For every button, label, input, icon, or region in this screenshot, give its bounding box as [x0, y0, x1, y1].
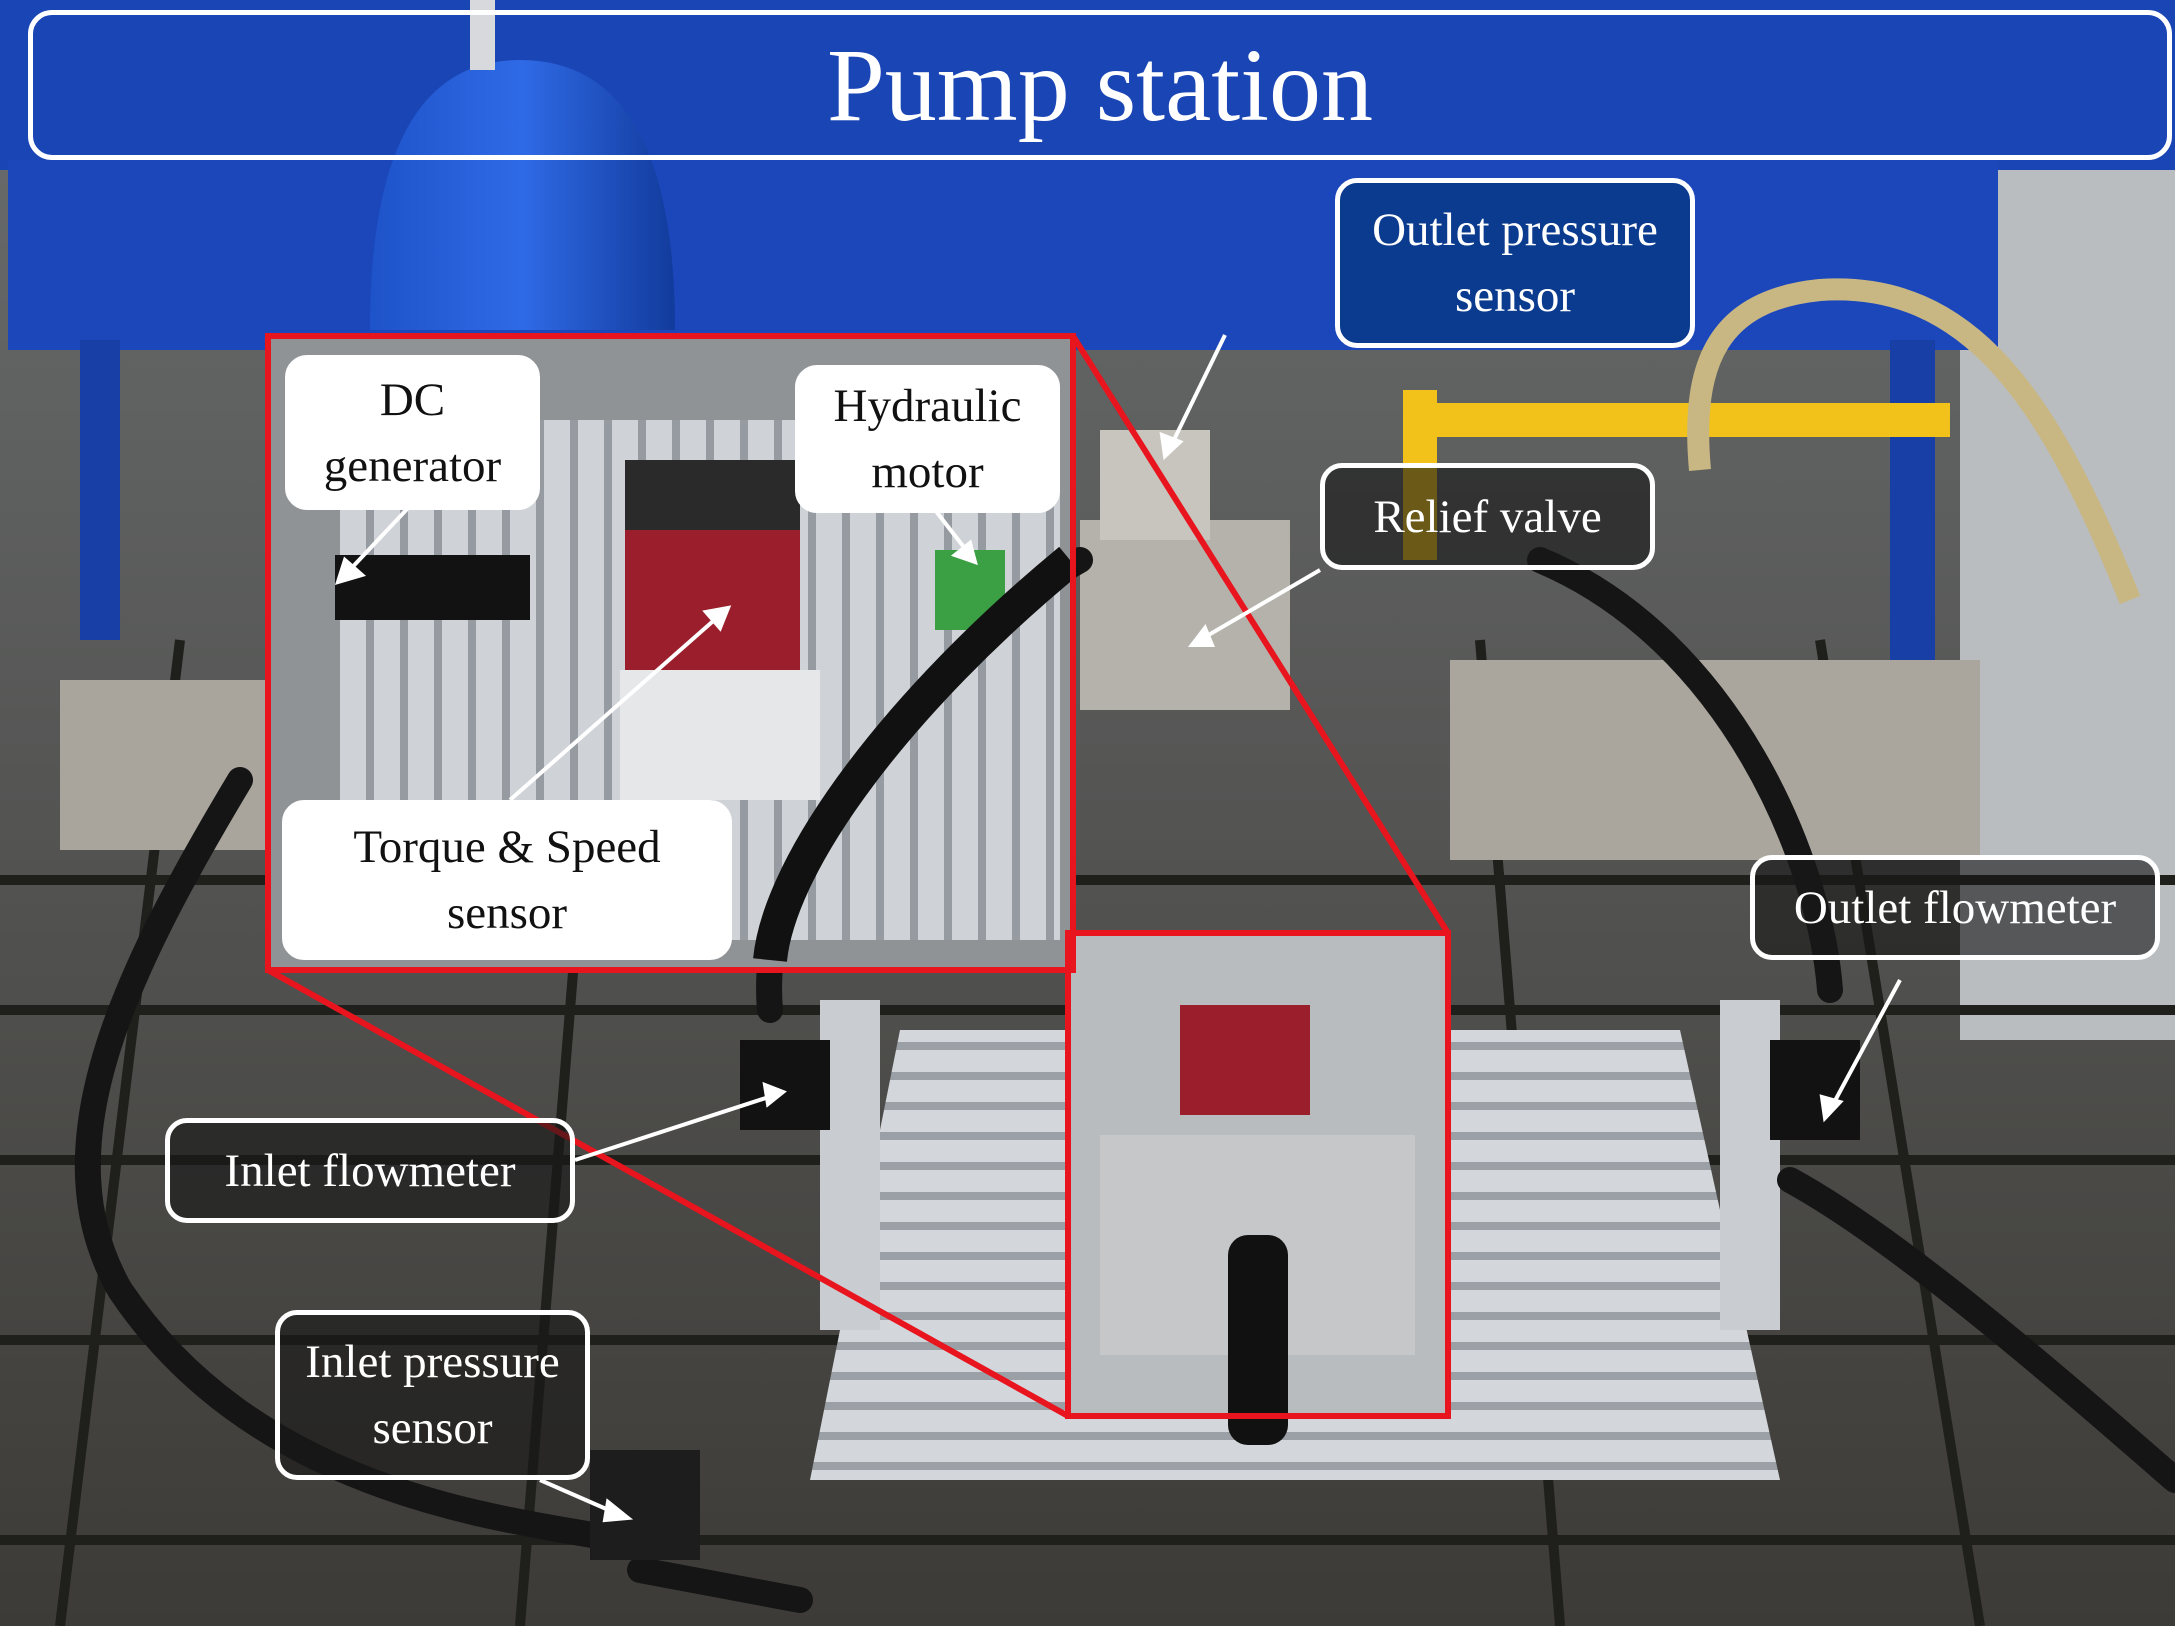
- hydraulic-motor-label: Hydraulic motor: [795, 365, 1060, 513]
- braided-hose: [1687, 278, 2141, 605]
- outlet-pressure-sensor-label: Outlet pressure sensor: [1335, 178, 1695, 348]
- zoom-indicator: [265, 333, 1451, 1419]
- relief-valve-body: [1080, 520, 1290, 710]
- pointer-arrows: [334, 334, 1902, 1523]
- accumulator-tank: [370, 60, 675, 330]
- outlet-flowmeter-label: Outlet flowmeter: [1750, 855, 2160, 960]
- inset-hose: [753, 546, 1081, 963]
- pump-station-leg-left: [80, 340, 120, 640]
- inlet-flowmeter-label: Inlet flowmeter: [165, 1118, 575, 1223]
- pump-station-panel: [8, 160, 1998, 350]
- pump-station-leg-right: [1890, 340, 1935, 660]
- inlet-pressure-sensor-label: Inlet pressure sensor: [275, 1310, 590, 1480]
- outlet-flowmeter-body: [1770, 1040, 1860, 1140]
- torque-sensor-top: [625, 460, 800, 530]
- inlet-flowmeter-body: [740, 1040, 830, 1130]
- pump-station-title: Pump station: [28, 10, 2172, 160]
- relief-valve-label: Relief valve: [1320, 463, 1655, 570]
- torque-speed-sensor-label: Torque & Speed sensor: [282, 800, 732, 960]
- dc-generator-label: DC generator: [285, 355, 540, 510]
- detail-view: [1070, 935, 1445, 1445]
- torque-sensor-mount: [620, 670, 820, 800]
- pump-station-frame: [0, 0, 2175, 170]
- dc-generator-body: [335, 555, 530, 620]
